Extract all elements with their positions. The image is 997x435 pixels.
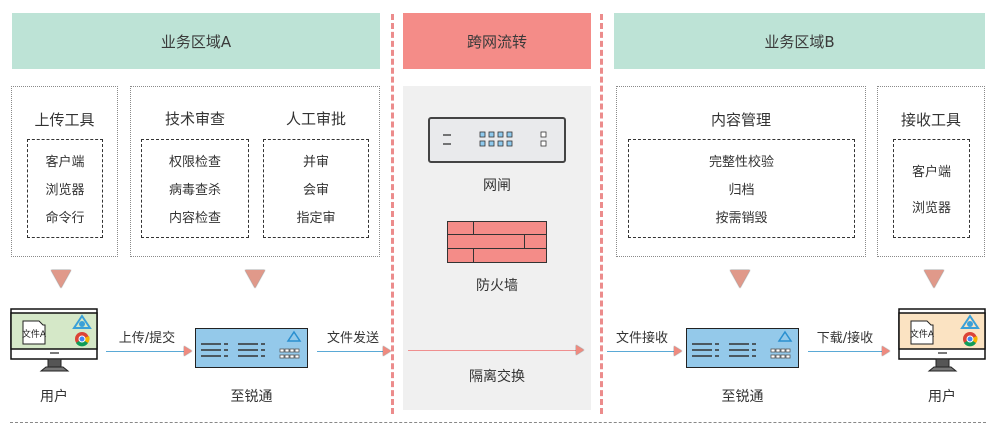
tech-review-item: 权限检查 [168,154,221,170]
zone-a-banner: 业务区域A [12,13,380,69]
transfer-banner: 跨网流转 [403,13,591,69]
manual-approval-list: 并审 会审 指定审 [263,139,369,238]
tech-review-item: 内容检查 [168,211,221,227]
download-flow-line [808,351,884,352]
manual-approval-title: 人工审批 [285,110,346,128]
down-triangle-icon [924,270,944,288]
send-edge-label: 文件发送 [326,331,379,346]
separator-right [600,14,603,414]
zone-b-title: 业务区域B [764,32,835,51]
approval-item: 会审 [302,182,329,198]
device-icon [201,330,302,359]
arrow-head-icon [184,346,192,356]
tech-review-list: 权限检查 病毒查杀 内容检查 [141,139,249,238]
exchange-label: 隔离交换 [469,369,525,385]
gatekeeper-device [428,117,566,163]
receive-tools-box: 接收工具 [877,86,985,257]
upload-tools-title: 上传工具 [34,111,95,129]
down-triangle-icon [245,270,265,288]
arrow-head-icon [576,345,584,355]
zone-a-title: 业务区域A [160,32,232,51]
user-b-computer: 文件A [898,308,986,380]
device-b [686,328,799,368]
upload-tool-item: 命令行 [45,211,85,227]
download-edge-label: 下载/接收 [816,331,874,346]
file-label: 文件A [910,328,935,340]
upload-tool-item: 浏览器 [45,182,85,198]
receive-tool-item: 客户端 [911,164,951,180]
down-triangle-icon [730,270,750,288]
zone-b-banner: 业务区域B [614,13,985,69]
transfer-title: 跨网流转 [466,32,527,51]
arrow-head-icon [674,346,682,356]
device-a-label: 至锐通 [230,389,273,405]
arrow-head-icon [882,346,890,356]
down-triangle-icon [51,270,71,288]
user-a-computer: 文件A [10,308,98,380]
device-b-label: 至锐通 [721,389,764,405]
receive-tools-title: 接收工具 [900,111,961,129]
user-b-label: 用户 [928,389,956,405]
bottom-divider [10,422,986,423]
send-flow-line [317,351,385,352]
device-a [195,328,308,368]
upload-edge-label: 上传/提交 [118,331,176,346]
monitor-icon: 文件A [10,308,98,372]
content-mgmt-item: 完整性校验 [708,154,774,170]
firewall-label: 防火墙 [476,278,518,294]
review-box [130,86,380,257]
arrow-head-icon [383,346,391,356]
content-mgmt-item: 归档 [728,182,755,198]
approval-item: 指定审 [296,211,336,227]
content-mgmt-list: 完整性校验 归档 按需销毁 [628,139,855,238]
separator-left [391,14,394,414]
user-a-label: 用户 [40,389,68,405]
approval-item: 并审 [302,154,329,170]
upload-tool-item: 客户端 [45,154,85,170]
exchange-flow-line [408,350,578,351]
monitor-icon: 文件A [898,308,986,372]
receive-tools-list: 客户端 浏览器 [893,139,970,238]
file-label: 文件A [22,328,47,340]
firewall-icon [447,221,547,263]
upload-flow-line [106,351,186,352]
receive-flow-line [607,351,677,352]
gatekeeper-label: 网闸 [483,178,511,194]
tech-review-item: 病毒查杀 [168,182,221,198]
gatekeeper-icon [443,131,547,147]
receive-tool-item: 浏览器 [911,201,951,217]
tech-review-title: 技术审查 [164,110,225,128]
content-mgmt-item: 按需销毁 [715,211,768,227]
receive-edge-label: 文件接收 [615,331,668,346]
upload-tools-list: 客户端 浏览器 命令行 [27,139,103,238]
device-icon [692,330,793,359]
content-mgmt-title: 内容管理 [710,111,771,129]
upload-tools-box: 上传工具 [11,86,118,257]
content-mgmt-box: 内容管理 [616,86,866,257]
